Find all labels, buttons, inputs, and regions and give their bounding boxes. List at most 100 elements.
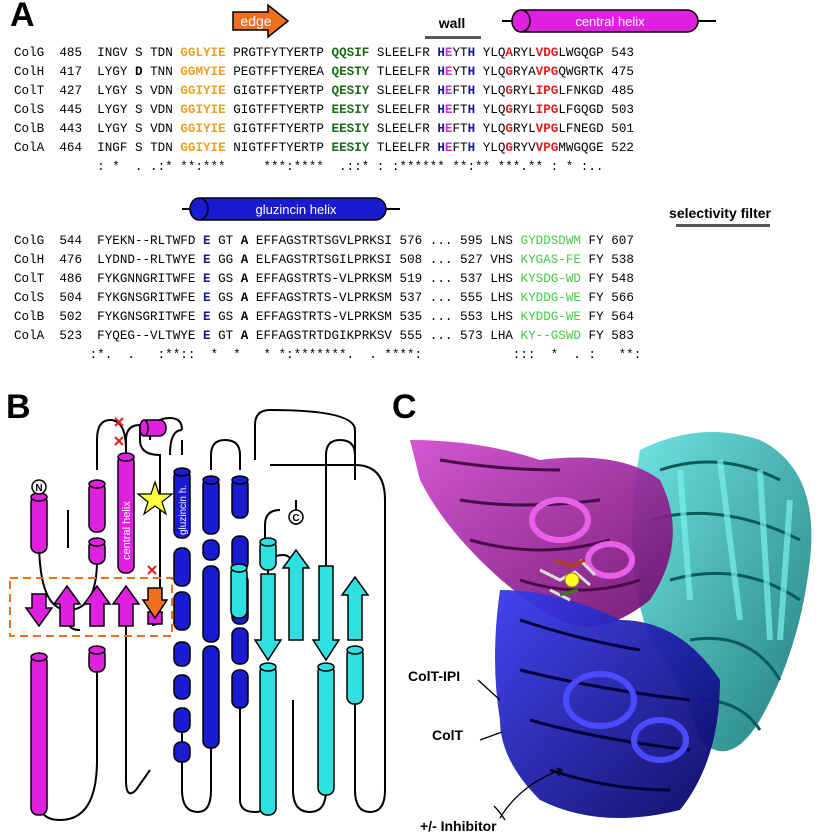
central-helix-topology-label: central helix xyxy=(121,501,133,560)
residue-end: 566 xyxy=(611,291,634,305)
residue-h2: H xyxy=(467,103,476,117)
residue-start: 427 xyxy=(59,84,90,98)
residue-sf: KYDDG-WE xyxy=(520,291,581,305)
central-helix-cylinder: central helix xyxy=(502,9,716,33)
residue-m1: E xyxy=(444,46,453,60)
gluzincin-topology-label: gluzincin h. xyxy=(178,485,189,535)
residue-e: E xyxy=(202,253,211,267)
residue-wall: EESIY xyxy=(331,141,370,155)
residue-i: RYL xyxy=(512,103,536,117)
residue-h1: H xyxy=(437,103,445,117)
residue-name: ColG xyxy=(14,234,52,248)
residue-start: 445 xyxy=(59,103,90,117)
residue-f: FY xyxy=(588,234,604,248)
residue-a: INGV xyxy=(97,46,128,60)
consensus-line: : * . .:* **:*** ***:**** .::* : :******… xyxy=(14,160,604,174)
selectivity-filter-marker: selectivity filter xyxy=(669,205,772,227)
residue-m1: E xyxy=(444,141,453,155)
residue-h1: H xyxy=(437,84,445,98)
residue-edge: GGIYIE xyxy=(180,84,226,98)
residue-r3: P xyxy=(543,103,551,117)
residue-f: FT xyxy=(452,84,468,98)
residue-c: EFFAGSTRTS-VLPRKSM xyxy=(255,291,392,305)
residue-d: VHS xyxy=(490,253,513,267)
residue-h1: H xyxy=(437,122,445,136)
residue-r1: A xyxy=(505,46,513,60)
residue-f: FY xyxy=(588,291,604,305)
residue-e: SLEELFR xyxy=(376,122,430,136)
alignment-bottom: ColG 544 FYEKN--RLTWFD E GT A EFFAGSTRTS… xyxy=(14,232,641,365)
residue-b: S xyxy=(134,122,143,136)
residue-start: 485 xyxy=(59,46,90,60)
residue-r1: G xyxy=(505,84,513,98)
residue-e: E xyxy=(202,329,211,343)
residue-h2: H xyxy=(467,141,476,155)
residue-p2: 527 xyxy=(460,253,483,267)
orange-strand xyxy=(141,587,169,620)
residue-x: A xyxy=(240,253,249,267)
residue-c: VDN xyxy=(150,84,173,98)
residue-mid: 535 xyxy=(399,310,423,324)
residue-f: YT xyxy=(452,46,468,60)
residue-b: D xyxy=(134,65,143,79)
strand-up-3 xyxy=(111,584,141,627)
residue-r4: G xyxy=(550,65,559,79)
residue-b: GS xyxy=(218,291,234,305)
panel-label-a: A xyxy=(10,0,35,34)
panel-label-c: C xyxy=(392,388,417,426)
cyan-strand-down-1 xyxy=(253,573,283,662)
n-terminus-label: N xyxy=(35,483,42,494)
ligand-sticks xyxy=(539,558,597,602)
residue-p2: 555 xyxy=(460,291,483,305)
residue-c: EFFAGSTRTSGVLPRKSI xyxy=(255,234,392,248)
residue-i: RYA xyxy=(512,65,536,79)
residue-sf: KYSDG-WD xyxy=(520,272,581,286)
residue-c: TNN xyxy=(150,65,173,79)
residue-start: 523 xyxy=(59,329,90,343)
residue-j: LFNKGD xyxy=(558,84,604,98)
alignment-row: ColG 485 INGV S TDN GGLYIE PRGTFYTYERTP … xyxy=(14,44,634,63)
residue-e: E xyxy=(202,291,211,305)
residue-start: 464 xyxy=(59,141,90,155)
residue-edge: GGLYIE xyxy=(180,46,226,60)
residue-d: PRGTFYTYERTP xyxy=(233,46,324,60)
residue-start: 486 xyxy=(59,272,90,286)
residue-j: MWGQGE xyxy=(558,141,604,155)
magenta-domain: N central helix xyxy=(24,419,169,816)
alignment-feature-shapes: edge wall central helix gluzincin helix … xyxy=(182,3,772,227)
alignment-row: ColS 445 LYGY S VDN GGIYIE GIGTFFTYERTP … xyxy=(14,101,634,120)
residue-edge: GGMYIE xyxy=(180,65,226,79)
residue-a: LYGY xyxy=(97,103,128,117)
residue-name: ColS xyxy=(14,103,52,117)
residue-j: QWGRTK xyxy=(558,65,604,79)
strand-up-1 xyxy=(52,584,82,627)
central-helix-label: central helix xyxy=(575,14,645,29)
alignment-row: ColG 544 FYEKN--RLTWFD E GT A EFFAGSTRTS… xyxy=(14,232,641,251)
residue-r1: G xyxy=(505,65,513,79)
residue-h1: H xyxy=(437,141,445,155)
edge-arrow: edge xyxy=(232,3,290,39)
residue-mid: 537 xyxy=(399,291,423,305)
residue-b: GT xyxy=(218,329,234,343)
zinc-star-icon xyxy=(136,480,174,516)
residue-p2: 553 xyxy=(460,310,483,324)
residue-h2: H xyxy=(467,122,476,136)
residue-b: GS xyxy=(218,310,234,324)
residue-x: A xyxy=(240,291,249,305)
alignment-row: ColT 427 LYGY S VDN GGIYIE GIGTFFTYERTP … xyxy=(14,82,634,101)
residue-end: 583 xyxy=(611,329,634,343)
alignment-row: ColH 417 LYGY D TNN GGMYIE PEGTFFTYEREA … xyxy=(14,63,634,82)
strand-down-1 xyxy=(24,593,54,628)
residue-sf: GYDDSDWM xyxy=(520,234,581,248)
panel-label-b: B xyxy=(6,388,31,426)
residue-d: LHS xyxy=(490,310,513,324)
residue-name: ColS xyxy=(14,291,52,305)
residue-e: E xyxy=(202,234,211,248)
residue-mid: 576 xyxy=(399,234,423,248)
residue-r1: G xyxy=(505,141,513,155)
residue-r3: P xyxy=(543,122,551,136)
alignment-row: ColT 486 FYKGNNGRITWFE E GS A EFFAGSTRTS… xyxy=(14,270,641,289)
residue-f: FY xyxy=(588,310,604,324)
residue-r1: G xyxy=(505,103,513,117)
residue-name: ColA xyxy=(14,141,52,155)
